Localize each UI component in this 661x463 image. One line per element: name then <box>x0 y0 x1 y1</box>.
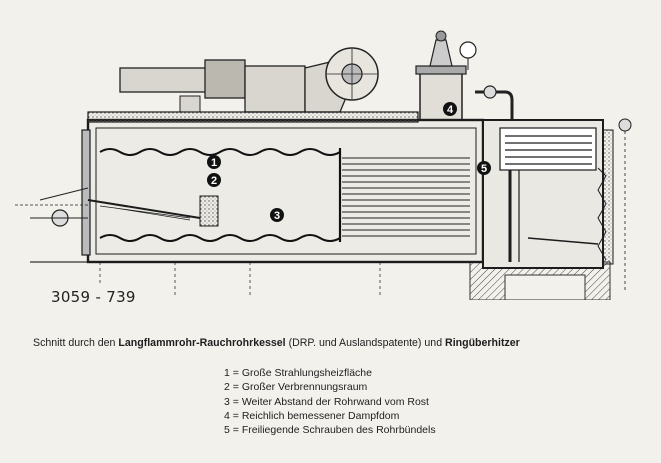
legend-item: 2 = Großer Verbrennungsraum <box>224 381 368 394</box>
marker-5: 5 <box>477 161 491 175</box>
legend-number: 1 <box>224 367 230 379</box>
superheater-chamber <box>482 118 632 290</box>
marker-2-label: 2 <box>211 175 217 187</box>
caption-patents: (DRP. und Auslandspatente) und <box>288 337 443 349</box>
legend-text: Großer Verbrennungsraum <box>241 381 368 394</box>
legend-text: Reichlich bemessener Dampfdom <box>241 409 400 422</box>
flame-tube <box>99 148 342 242</box>
front-fittings <box>15 187 89 227</box>
legend-item: 4 = Reichlich bemessener Dampfdom <box>224 409 400 422</box>
marker-1-label: 1 <box>211 157 217 169</box>
marker-4-label: 4 <box>447 104 454 116</box>
legend-number: 2 <box>224 381 230 394</box>
smoke-tube-bundle <box>342 157 470 237</box>
feed-pipe-assembly <box>119 47 379 113</box>
marker-3: 3 <box>270 208 284 222</box>
marker-2: 2 <box>207 173 221 187</box>
marker-1: 1 <box>207 155 221 169</box>
caption-boiler-name: Langflammrohr-Rauchrohrkessel <box>118 337 286 349</box>
marker-4: 4 <box>443 102 457 116</box>
figure-caption: Schnitt durch den Langflammrohr-Rauchroh… <box>33 337 520 349</box>
legend-list: 1 = Große Strahlungsheizfläche 2 = Große… <box>224 366 436 437</box>
legend-text: Freiliegende Schrauben des Rohrbündels <box>241 424 436 437</box>
legend-text: Weiter Abstand der Rohrwand vom Rost <box>241 395 429 408</box>
catalog-number: 3059 - 739 <box>51 288 136 306</box>
legend-number: 4 <box>224 409 230 422</box>
legend-item: 5 = Freiliegende Schrauben des Rohrbünde… <box>224 424 436 437</box>
marker-5-label: 5 <box>481 163 487 175</box>
legend-number: 3 <box>224 395 230 408</box>
legend-item: 3 = Weiter Abstand der Rohrwand vom Rost <box>224 395 429 408</box>
steam-dome <box>415 30 514 133</box>
caption-superheater: Ringüberhitzer <box>445 337 520 349</box>
legend-item: 1 = Große Strahlungsheizfläche <box>224 367 372 379</box>
boiler-shell <box>81 111 485 264</box>
boiler-section-drawing: 1 2 3 4 5 <box>15 30 632 300</box>
marker-3-label: 3 <box>274 210 280 222</box>
caption-prefix: Schnitt durch den <box>33 337 116 349</box>
legend-text: Große Strahlungsheizfläche <box>241 367 372 379</box>
legend-number: 5 <box>224 424 230 437</box>
